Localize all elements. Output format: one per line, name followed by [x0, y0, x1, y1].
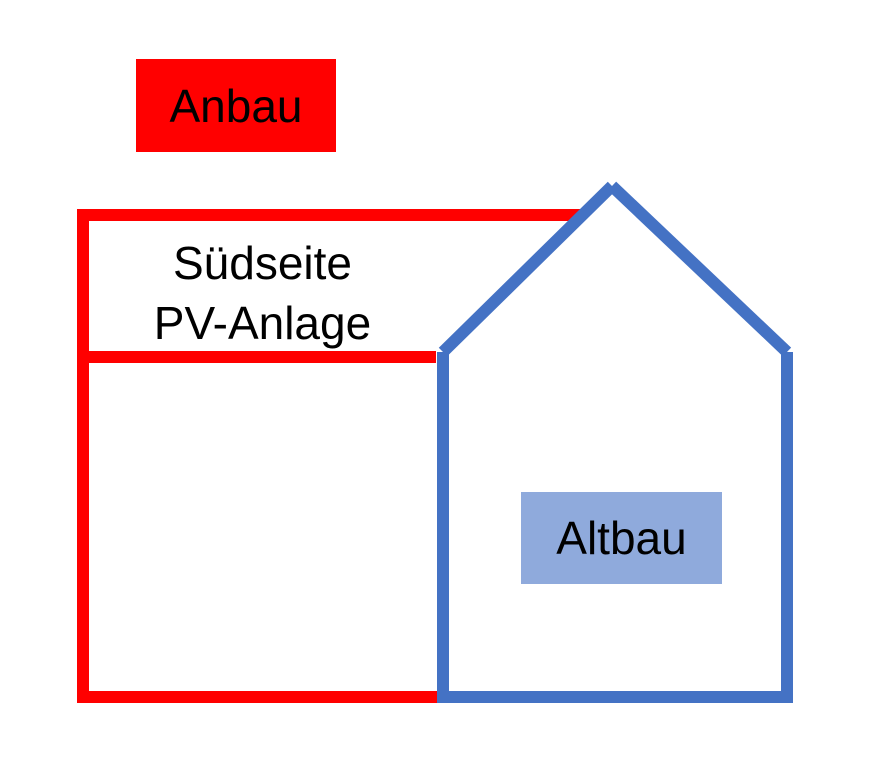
anbau-label: Anbau — [136, 59, 336, 152]
altbau-roof-right — [607, 181, 792, 357]
altbau-label-text: Altbau — [556, 512, 687, 564]
altbau-outline — [437, 181, 793, 703]
suedseite-pv-label: Südseite PV-Anlage — [130, 228, 395, 358]
anbau-outline — [77, 209, 582, 703]
anbau-label-text: Anbau — [169, 79, 303, 132]
suedseite-text: Südseite — [172, 237, 352, 289]
altbau-label: Altbau — [521, 492, 722, 584]
pv-anlage-text: PV-Anlage — [153, 297, 372, 349]
altbau-roof-left — [438, 181, 617, 357]
